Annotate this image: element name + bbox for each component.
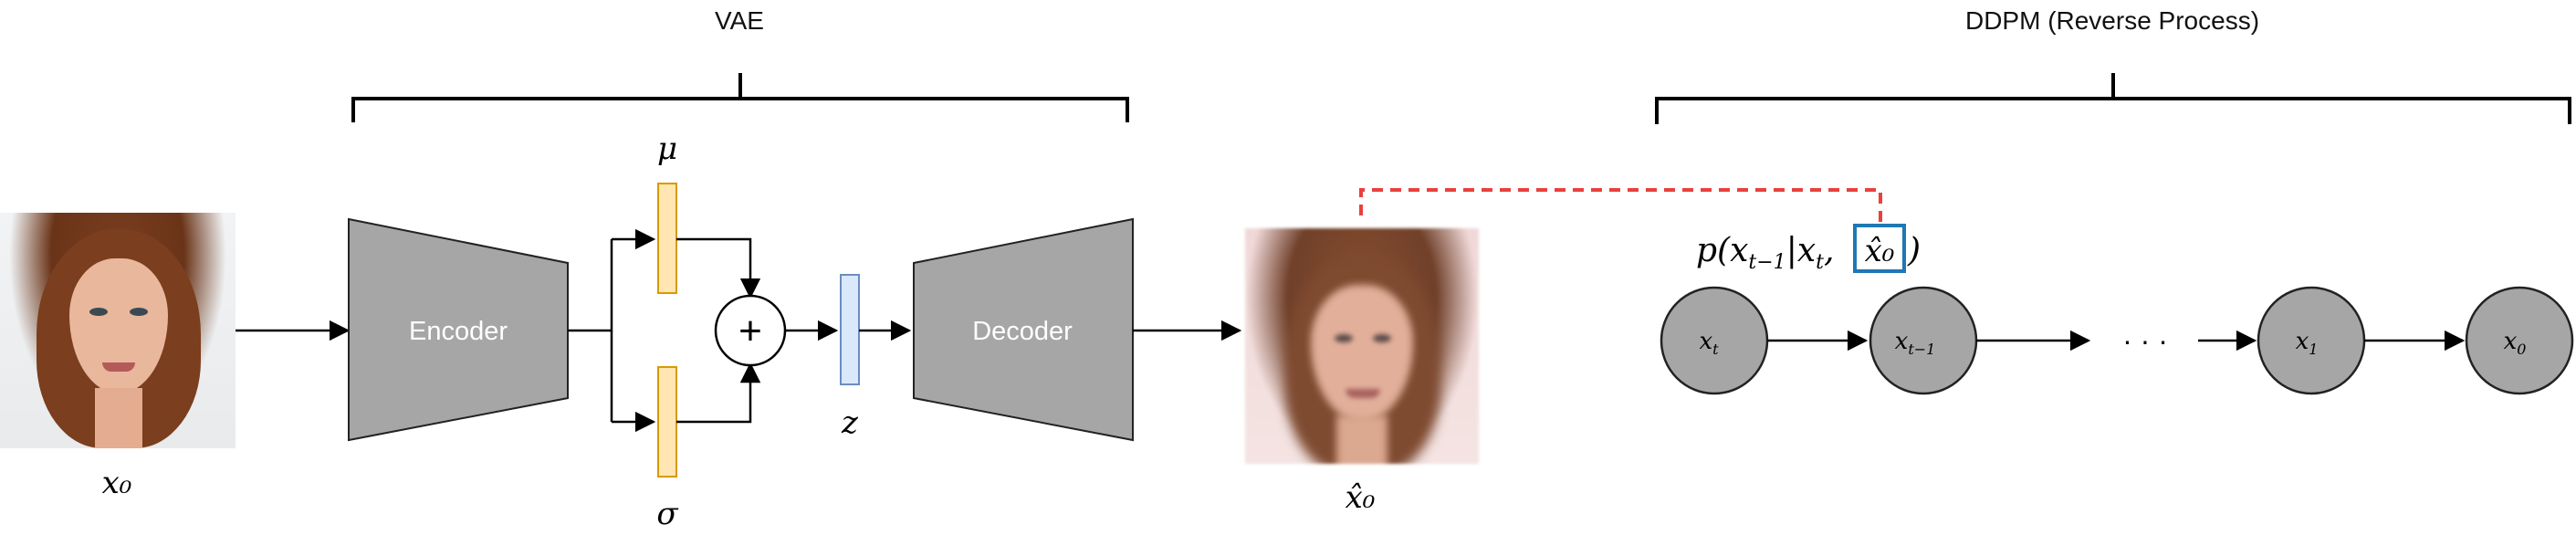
z-label: z xyxy=(841,404,859,441)
node-xt-sub: t xyxy=(1712,341,1719,358)
reconstructed-face-image xyxy=(1245,228,1479,464)
node-x0 xyxy=(2465,286,2574,395)
decoder-block xyxy=(913,217,1134,442)
node-x0-sub: 0 xyxy=(2517,341,2526,358)
node-x1-sub: 1 xyxy=(2309,341,2318,358)
node-xt-minus-1-label: x xyxy=(1895,328,1909,355)
mu-bar xyxy=(657,183,677,294)
svg-text:x0: x0 xyxy=(2504,328,2527,358)
sigma-label: σ xyxy=(656,496,678,532)
vae-bracket xyxy=(351,73,1129,122)
encoder-block xyxy=(348,217,569,442)
vae-section-label: VAE xyxy=(715,6,764,35)
conditional-close-paren: ) xyxy=(1907,232,1921,269)
svg-text:xt: xt xyxy=(1699,328,1719,358)
node-xt-label: x xyxy=(1699,328,1712,355)
node-x0-label: x xyxy=(2504,328,2518,355)
node-x1-label: x xyxy=(2296,328,2309,355)
encoder-split-lines xyxy=(568,228,656,433)
svg-text:xt−1: xt−1 xyxy=(1895,328,1936,358)
input-x0-label: x₀ xyxy=(102,465,132,501)
chain-ellipsis: · · · xyxy=(2122,324,2168,357)
conditioning-dashed-link xyxy=(1359,188,1882,225)
encoder-label: Encoder xyxy=(409,317,508,346)
input-face-image xyxy=(0,213,236,448)
svg-text:x1: x1 xyxy=(2296,328,2319,358)
ddpm-bracket xyxy=(1655,73,2571,124)
decoder-label: Decoder xyxy=(972,317,1073,346)
ddpm-chain: xt xt−1 · · · x1 x0 xyxy=(1660,286,2574,395)
sigma-bar xyxy=(657,366,677,478)
mu-label: μ xyxy=(657,131,677,167)
plus-symbol: + xyxy=(738,309,762,353)
mu-sigma-to-plus-lines xyxy=(676,237,761,424)
z-bar xyxy=(840,274,860,385)
ddpm-section-label: DDPM (Reverse Process) xyxy=(1965,6,2259,35)
node-xt-minus-1-sub: t−1 xyxy=(1908,341,1935,358)
conditional-probability: p(xt−1|xt, xyxy=(1696,232,1834,274)
output-xhat0-label: x̂₀ xyxy=(1346,479,1376,516)
conditioning-xhat0: x̂₀ xyxy=(1865,233,1895,269)
conditioning-highlight-box xyxy=(1853,224,1906,273)
